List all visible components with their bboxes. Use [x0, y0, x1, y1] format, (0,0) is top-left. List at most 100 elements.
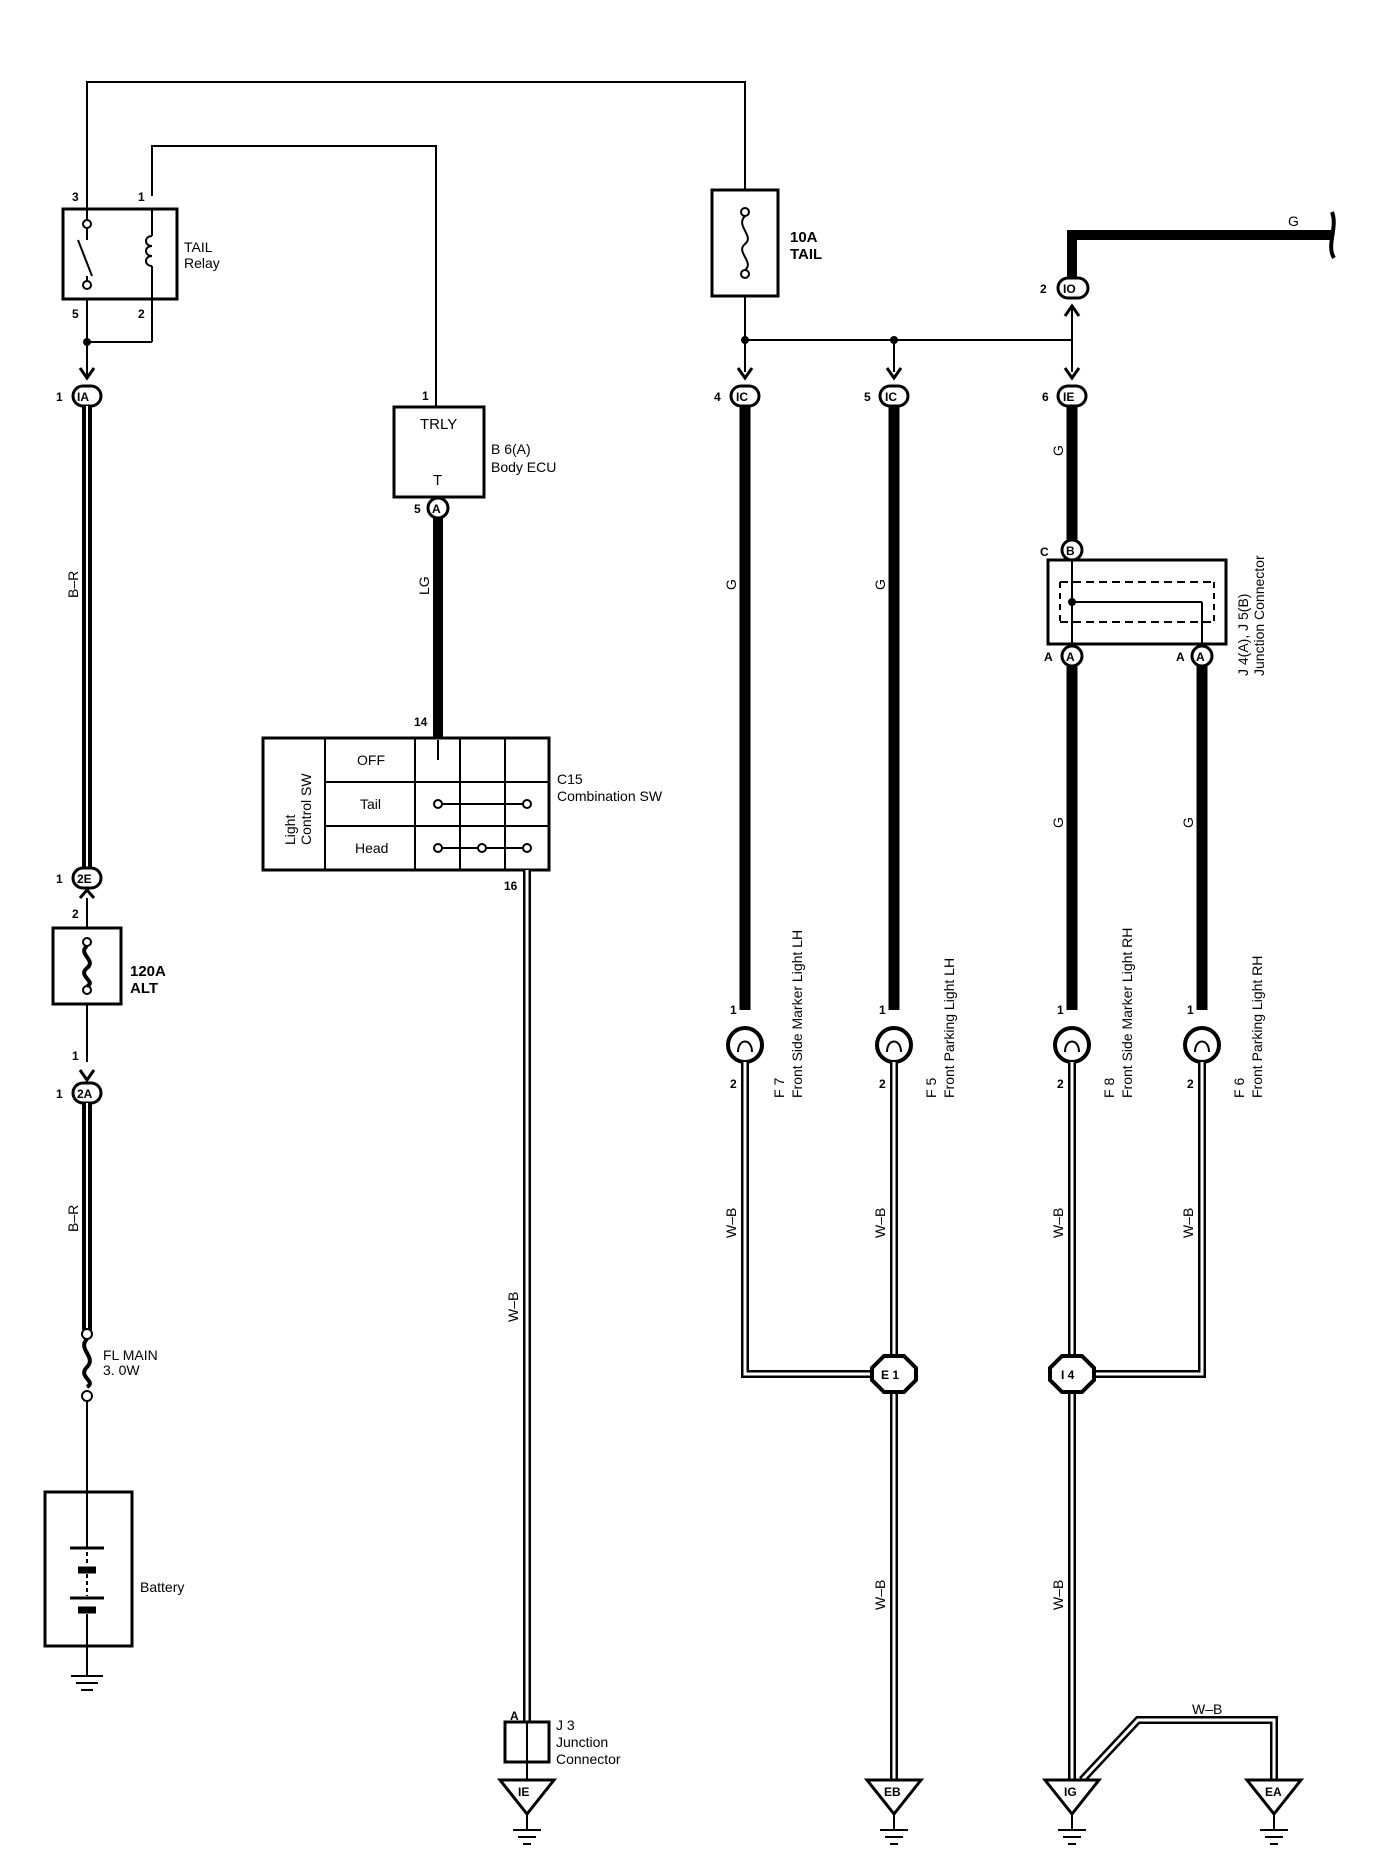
svg-text:2: 2: [1187, 1077, 1194, 1091]
fuse-tail: 10A TAIL: [710, 188, 822, 298]
svg-text:Control SW: Control SW: [298, 773, 314, 845]
battery-ground-icon: [71, 1646, 103, 1691]
light-f5: 1 2 F 5 Front Parking Light LH: [875, 958, 957, 1098]
svg-text:1: 1: [730, 1003, 737, 1017]
svg-text:W–B: W–B: [1050, 1580, 1066, 1610]
svg-text:5: 5: [414, 502, 421, 516]
junction-j4-j5: C B A A A A J 4(A), J 5(B) Junction Conn…: [1040, 538, 1267, 676]
svg-text:TAIL: TAIL: [790, 246, 822, 263]
splice-i4: I 4: [1048, 1354, 1096, 1394]
svg-text:14: 14: [414, 715, 428, 729]
wire-g-ic4: G: [723, 406, 751, 1010]
svg-text:Battery: Battery: [140, 1579, 184, 1595]
wire-g-ie: G: [1050, 406, 1078, 540]
wire-br-upper: B–R: [65, 406, 92, 868]
junction-dot: [890, 336, 898, 344]
svg-text:W–B: W–B: [1192, 1701, 1222, 1717]
svg-text:Junction Connector: Junction Connector: [1251, 555, 1267, 676]
svg-text:G: G: [723, 579, 739, 590]
connector-ia: IA 1: [56, 367, 103, 408]
svg-text:IE: IE: [1063, 390, 1074, 404]
svg-text:FL MAIN: FL MAIN: [103, 1347, 158, 1363]
svg-text:Front Side Marker Light RH: Front Side Marker Light RH: [1119, 928, 1135, 1098]
svg-text:EB: EB: [884, 1785, 901, 1799]
ia-pin: 1: [56, 390, 63, 404]
svg-text:IC: IC: [885, 390, 897, 404]
svg-text:2: 2: [730, 1077, 737, 1091]
battery: Battery: [43, 1490, 184, 1648]
svg-text:W–B: W–B: [1180, 1208, 1196, 1238]
svg-text:Tail: Tail: [360, 796, 381, 812]
junction-dot: [83, 338, 91, 346]
junction-j3: A J 3 Junction Connector: [503, 1709, 621, 1780]
svg-text:1: 1: [56, 872, 63, 886]
svg-text:C: C: [1040, 545, 1049, 559]
relay-pin-1: 1: [138, 190, 145, 204]
light-f6: 1 2 F 6 Front Parking Light RH: [1183, 956, 1265, 1098]
svg-text:A: A: [510, 1709, 519, 1723]
wire-br-lower: B–R: [65, 1103, 92, 1330]
svg-text:4: 4: [714, 390, 721, 404]
svg-text:10A: 10A: [790, 229, 818, 246]
svg-text:Head: Head: [355, 840, 388, 856]
wire-g-ja2: G: [1180, 666, 1208, 1010]
g-feed-wire: G: [1067, 211, 1336, 278]
relay-sub: Relay: [184, 255, 220, 271]
svg-text:IO: IO: [1063, 282, 1076, 296]
connector-ie: IE 6: [1042, 367, 1088, 408]
svg-text:A: A: [1066, 650, 1075, 664]
body-ecu: 1 TRLY T B 6(A) Body ECU A 5: [392, 389, 556, 520]
wire-g-ja1: G: [1050, 666, 1078, 1010]
svg-text:Front Parking Light LH: Front Parking Light LH: [941, 958, 957, 1098]
svg-text:Body ECU: Body ECU: [491, 459, 556, 475]
junction-dot: [741, 336, 749, 344]
svg-text:Front Side Marker Light LH: Front Side Marker Light LH: [789, 930, 805, 1098]
svg-text:A: A: [432, 502, 441, 516]
svg-text:Connector: Connector: [556, 1751, 621, 1767]
svg-text:IG: IG: [1064, 1785, 1077, 1799]
svg-text:1: 1: [56, 1087, 63, 1101]
svg-text:5: 5: [864, 390, 871, 404]
svg-text:C15: C15: [557, 771, 583, 787]
wire-g-ic5: G: [872, 406, 900, 1010]
ground-ea-icon: EA: [1243, 1778, 1305, 1845]
svg-text:W–B: W–B: [723, 1208, 739, 1238]
svg-text:G: G: [1050, 445, 1066, 456]
svg-text:W–B: W–B: [505, 1292, 521, 1322]
relay-out-wires: [86, 299, 153, 375]
connector-ic-5: IC 5: [864, 367, 910, 408]
svg-text:ALT: ALT: [130, 980, 158, 997]
relay-pin-5: 5: [72, 307, 79, 321]
svg-text:Junction: Junction: [556, 1734, 608, 1750]
svg-text:2E: 2E: [77, 872, 92, 886]
svg-text:3. 0W: 3. 0W: [103, 1362, 140, 1378]
svg-text:LG: LG: [416, 576, 432, 595]
svg-text:A: A: [1196, 650, 1205, 664]
connector-2a: 1 2A 1: [56, 1004, 103, 1105]
svg-text:TRLY: TRLY: [420, 416, 457, 433]
svg-text:B–R: B–R: [65, 571, 81, 598]
svg-text:B–R: B–R: [65, 1205, 81, 1232]
relay-pin-2: 2: [138, 307, 145, 321]
connector-io: IO 2: [1040, 276, 1090, 317]
ground-ig-icon: IG: [1041, 1778, 1103, 1845]
svg-text:EA: EA: [1265, 1785, 1282, 1799]
wire-wb-j3: W–B: [505, 870, 531, 1722]
svg-text:2: 2: [1040, 282, 1047, 296]
wire-label-g-top: G: [1288, 213, 1299, 229]
svg-text:1: 1: [1057, 1003, 1064, 1017]
svg-text:2A: 2A: [77, 1087, 93, 1101]
svg-text:G: G: [1050, 817, 1066, 828]
svg-text:F 8: F 8: [1101, 1078, 1117, 1098]
svg-text:Combination SW: Combination SW: [557, 788, 663, 804]
svg-text:1: 1: [1187, 1003, 1194, 1017]
svg-text:F 5: F 5: [923, 1078, 939, 1098]
svg-text:1: 1: [879, 1003, 886, 1017]
svg-text:B: B: [1066, 544, 1075, 558]
combination-switch: OFF Tail Head Light Control SW C15 Combi…: [261, 736, 663, 893]
svg-text:1: 1: [72, 1049, 79, 1063]
ground-ie-icon: IE: [496, 1778, 558, 1845]
svg-text:Light: Light: [282, 815, 298, 845]
svg-text:2: 2: [1057, 1077, 1064, 1091]
